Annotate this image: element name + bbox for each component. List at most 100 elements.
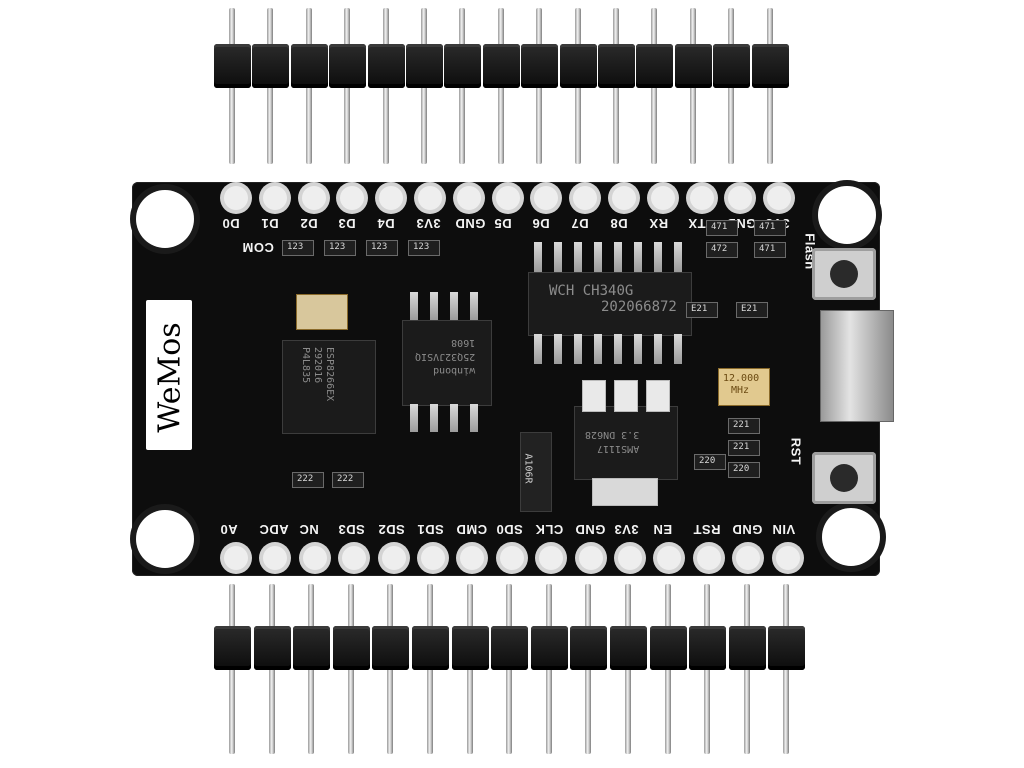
header-pin-block (444, 44, 482, 88)
chip-leg (674, 242, 682, 272)
top-pad (456, 186, 481, 210)
chip-leg (574, 334, 582, 364)
chip-leg (410, 292, 418, 320)
smd-label: 220 (699, 456, 716, 466)
bottom-pad (578, 546, 603, 570)
header-pin-block (406, 44, 443, 88)
smd-component: 222 (332, 472, 364, 488)
smd-label: 222 (337, 474, 354, 484)
header-pin-block (689, 626, 727, 670)
header-pin-block (768, 626, 806, 670)
top-pad (534, 186, 559, 210)
top-pin-label: TX (687, 216, 706, 231)
top-pin-label: D7 (571, 216, 589, 231)
header-pin-block (674, 44, 712, 88)
smd-component: 471 (706, 220, 738, 236)
bottom-pad (499, 546, 524, 570)
bottom-pad (302, 546, 327, 570)
smd-component: 221 (728, 418, 760, 434)
header-pin-block (598, 44, 635, 88)
header-pin-block (570, 626, 608, 670)
micro-usb-port (820, 310, 894, 422)
top-pad (728, 186, 753, 210)
smd-label: 123 (287, 242, 304, 252)
diode: A106R (520, 432, 552, 512)
smd-component: 123 (324, 240, 356, 256)
top-pin-label: 3V3 (416, 216, 441, 231)
regulator-lead-1 (582, 380, 606, 412)
silk-rst: RST (788, 437, 804, 466)
header-pin-block (372, 626, 410, 670)
chip-leg (614, 334, 622, 364)
bottom-pin-label: VIN (771, 522, 795, 537)
chip-leg (594, 242, 602, 272)
top-pad (495, 186, 520, 210)
smd-label: 123 (371, 242, 388, 252)
smd-component: 471 (754, 220, 786, 236)
chip-leg (634, 334, 642, 364)
header-pin-block (713, 44, 751, 88)
chip-leg (470, 292, 478, 320)
top-pin-label: D2 (299, 216, 318, 231)
top-pad (689, 186, 714, 210)
bottom-pin-label: SD3 (338, 522, 365, 537)
bottom-pad (736, 546, 761, 570)
bottom-pin-label: RST (692, 522, 721, 537)
header-pin-block (253, 626, 291, 670)
bottom-pin-label: SD1 (417, 522, 444, 537)
bottom-pad (421, 546, 445, 570)
crystal-26mhz (296, 294, 348, 330)
top-pad (379, 186, 404, 210)
bottom-pad (775, 546, 800, 570)
chip-leg (554, 334, 562, 364)
smd-component: 472 (706, 242, 738, 258)
header-pin-block (649, 626, 687, 670)
chip-leg (450, 404, 458, 432)
smd-component: 222 (292, 472, 324, 488)
top-pin-label: D3 (338, 216, 357, 231)
smd-component: 220 (694, 454, 726, 470)
chip-leg (534, 242, 542, 272)
smd-label: E21 (691, 304, 708, 314)
top-pad (767, 186, 792, 210)
smd-component: E21 (736, 302, 768, 318)
header-pin-block (214, 44, 251, 88)
header-pin-block (214, 626, 251, 670)
bottom-pad (618, 546, 642, 570)
header-pin-block (329, 44, 367, 88)
header-pin-block (751, 44, 789, 88)
smd-component: 471 (754, 242, 786, 258)
top-pad (612, 186, 636, 210)
logo-text: WeMos (152, 322, 188, 433)
top-pin-label: D0 (222, 216, 240, 231)
bottom-pin-label: CMD (456, 522, 488, 537)
header-pin-block (293, 626, 331, 670)
top-pad (340, 186, 365, 210)
top-pad (224, 186, 248, 210)
top-pad (650, 186, 675, 210)
bottom-pad (657, 546, 682, 570)
bottom-pin-label: 3V3 (614, 522, 639, 537)
chip-leg (470, 404, 478, 432)
header-pin-block (451, 626, 489, 670)
bottom-pad (224, 546, 248, 570)
bottom-pad (460, 546, 485, 570)
header-pin-block (482, 44, 520, 88)
reset-button (812, 452, 876, 504)
bottom-pin-label: SD0 (495, 522, 523, 537)
top-pin-label: D5 (493, 216, 512, 231)
smd-label: 123 (329, 242, 346, 252)
smd-component: 220 (728, 462, 760, 478)
bottom-pin-label: EN (653, 522, 673, 537)
chip-leg (574, 242, 582, 272)
nodemcu-board: D0D1D2D3D43V3GNDD5D6D7D8RXTXGND3V3 A0ADC… (132, 182, 894, 576)
smd-component: 123 (282, 240, 314, 256)
smd-component: E21 (686, 302, 718, 318)
